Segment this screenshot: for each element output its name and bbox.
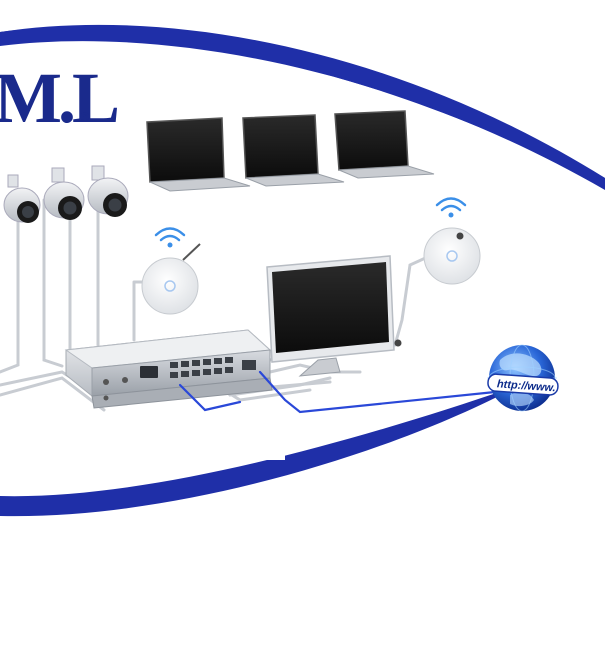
bottom-swoosh — [0, 385, 520, 517]
camera-3 — [87, 165, 129, 217]
internet-globe: http://www. — [487, 344, 559, 412]
laptop-3 — [334, 110, 435, 179]
laptop-2 — [242, 114, 345, 187]
url-label: http://www. — [497, 378, 557, 394]
network-switch — [64, 329, 273, 409]
access-point-right — [423, 197, 481, 285]
switch-ports — [170, 357, 256, 378]
laptop-1 — [146, 117, 251, 192]
copyright-mark: © — [80, 109, 90, 124]
wifi-icon — [435, 197, 467, 218]
camera-1 — [3, 174, 41, 223]
blue-cables — [178, 370, 497, 414]
wifi-icon — [154, 227, 186, 248]
access-point-left — [134, 227, 201, 315]
camera-2 — [43, 167, 85, 220]
top-swoosh-thick — [0, 24, 605, 190]
logo-text: M.L — [0, 58, 117, 138]
brand-logo: M.L © — [0, 58, 121, 138]
blank-patch — [150, 415, 285, 460]
desktop-monitor — [266, 255, 402, 377]
